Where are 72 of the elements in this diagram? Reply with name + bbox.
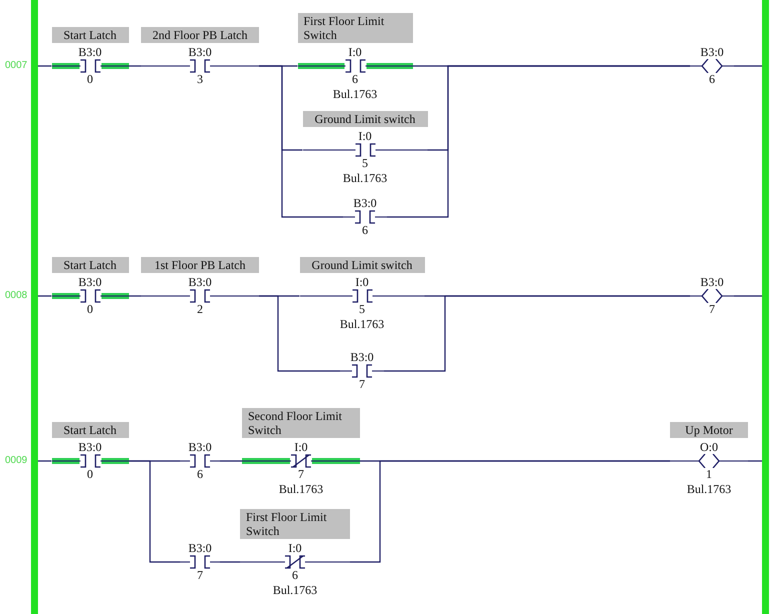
- bit-number: 2: [197, 303, 203, 316]
- bit-number: 6: [197, 468, 203, 481]
- address-label: B3:0: [78, 276, 102, 289]
- address-label: B3:0: [350, 351, 374, 364]
- rung-wire: [259, 295, 340, 372]
- bit-number: 7: [197, 569, 203, 582]
- address-label: I:0: [355, 276, 369, 289]
- catalog-number: Bul.1763: [342, 172, 388, 185]
- tag-description: Ground Limit switch: [302, 111, 428, 127]
- rung-wire: [38, 65, 52, 67]
- address-label: I:0: [294, 441, 308, 454]
- rung-wire: [259, 65, 343, 218]
- bit-number: 3: [197, 73, 203, 86]
- address-label: B3:0: [78, 46, 102, 59]
- address-label: B3:0: [78, 441, 102, 454]
- tag-description: Start Latch: [52, 422, 128, 438]
- rung-wire: [128, 460, 180, 563]
- bit-number: 7: [359, 378, 365, 391]
- rung-number: 0009: [5, 455, 28, 466]
- tag-description: Start Latch: [52, 27, 128, 43]
- bit-number: 6: [352, 73, 358, 86]
- bit-number: 5: [362, 157, 368, 170]
- rung-wire: [350, 460, 670, 563]
- rung-wire: [734, 65, 762, 67]
- rung-number: 0008: [5, 290, 28, 301]
- rung-wire: [748, 460, 762, 462]
- rung-wire: [220, 460, 242, 462]
- address-label: B3:0: [188, 441, 212, 454]
- tag-description: 2nd Floor PB Latch: [141, 27, 259, 43]
- catalog-number: Bul.1763: [332, 88, 378, 101]
- bit-number: 0: [87, 73, 93, 86]
- bit-number: 0: [87, 303, 93, 316]
- power-rail: [762, 0, 769, 614]
- rung-wire: [128, 295, 141, 297]
- catalog-number: Bul.1763: [272, 584, 318, 597]
- tag-description: First Floor Limit Switch: [298, 13, 412, 43]
- catalog-number: Bul.1763: [340, 318, 384, 331]
- tag-description: 1st Floor PB Latch: [141, 257, 259, 273]
- address-label: B3:0: [188, 276, 212, 289]
- bit-number: 5: [359, 303, 365, 316]
- rung-wire: [128, 65, 141, 67]
- catalog-number: Bul.1763: [686, 483, 732, 496]
- address-label: B3:0: [188, 46, 212, 59]
- bit-number: 6: [292, 569, 298, 582]
- address-label: I:0: [358, 130, 372, 143]
- rung-wire: [220, 561, 240, 563]
- address-label: B3:0: [700, 276, 724, 289]
- rung-wire: [384, 295, 690, 372]
- address-label: O:0: [700, 441, 718, 454]
- rung-wire: [387, 65, 690, 218]
- bit-number: 6: [709, 73, 715, 86]
- tag-description: Second Floor Limit Switch: [242, 408, 360, 438]
- address-label: B3:0: [700, 46, 724, 59]
- catalog-number: Bul.1763: [278, 483, 324, 496]
- address-label: B3:0: [188, 542, 212, 555]
- bit-number: 7: [298, 468, 304, 481]
- rung-wire: [38, 460, 52, 462]
- rung-number: 0007: [5, 60, 28, 71]
- rung-wire: [734, 295, 762, 297]
- power-rail: [31, 0, 38, 614]
- tag-description: Up Motor: [670, 422, 748, 438]
- bit-number: 1: [706, 468, 712, 481]
- rung-wire: [38, 295, 52, 297]
- address-label: I:0: [288, 542, 302, 555]
- address-label: B3:0: [353, 197, 377, 210]
- bit-number: 0: [87, 468, 93, 481]
- tag-description: Start Latch: [52, 257, 128, 273]
- bit-number: 7: [709, 303, 715, 316]
- tag-description: Ground Limit switch: [300, 257, 424, 273]
- address-label: I:0: [348, 46, 362, 59]
- bit-number: 6: [362, 224, 368, 237]
- tag-description: First Floor Limit Switch: [240, 509, 350, 539]
